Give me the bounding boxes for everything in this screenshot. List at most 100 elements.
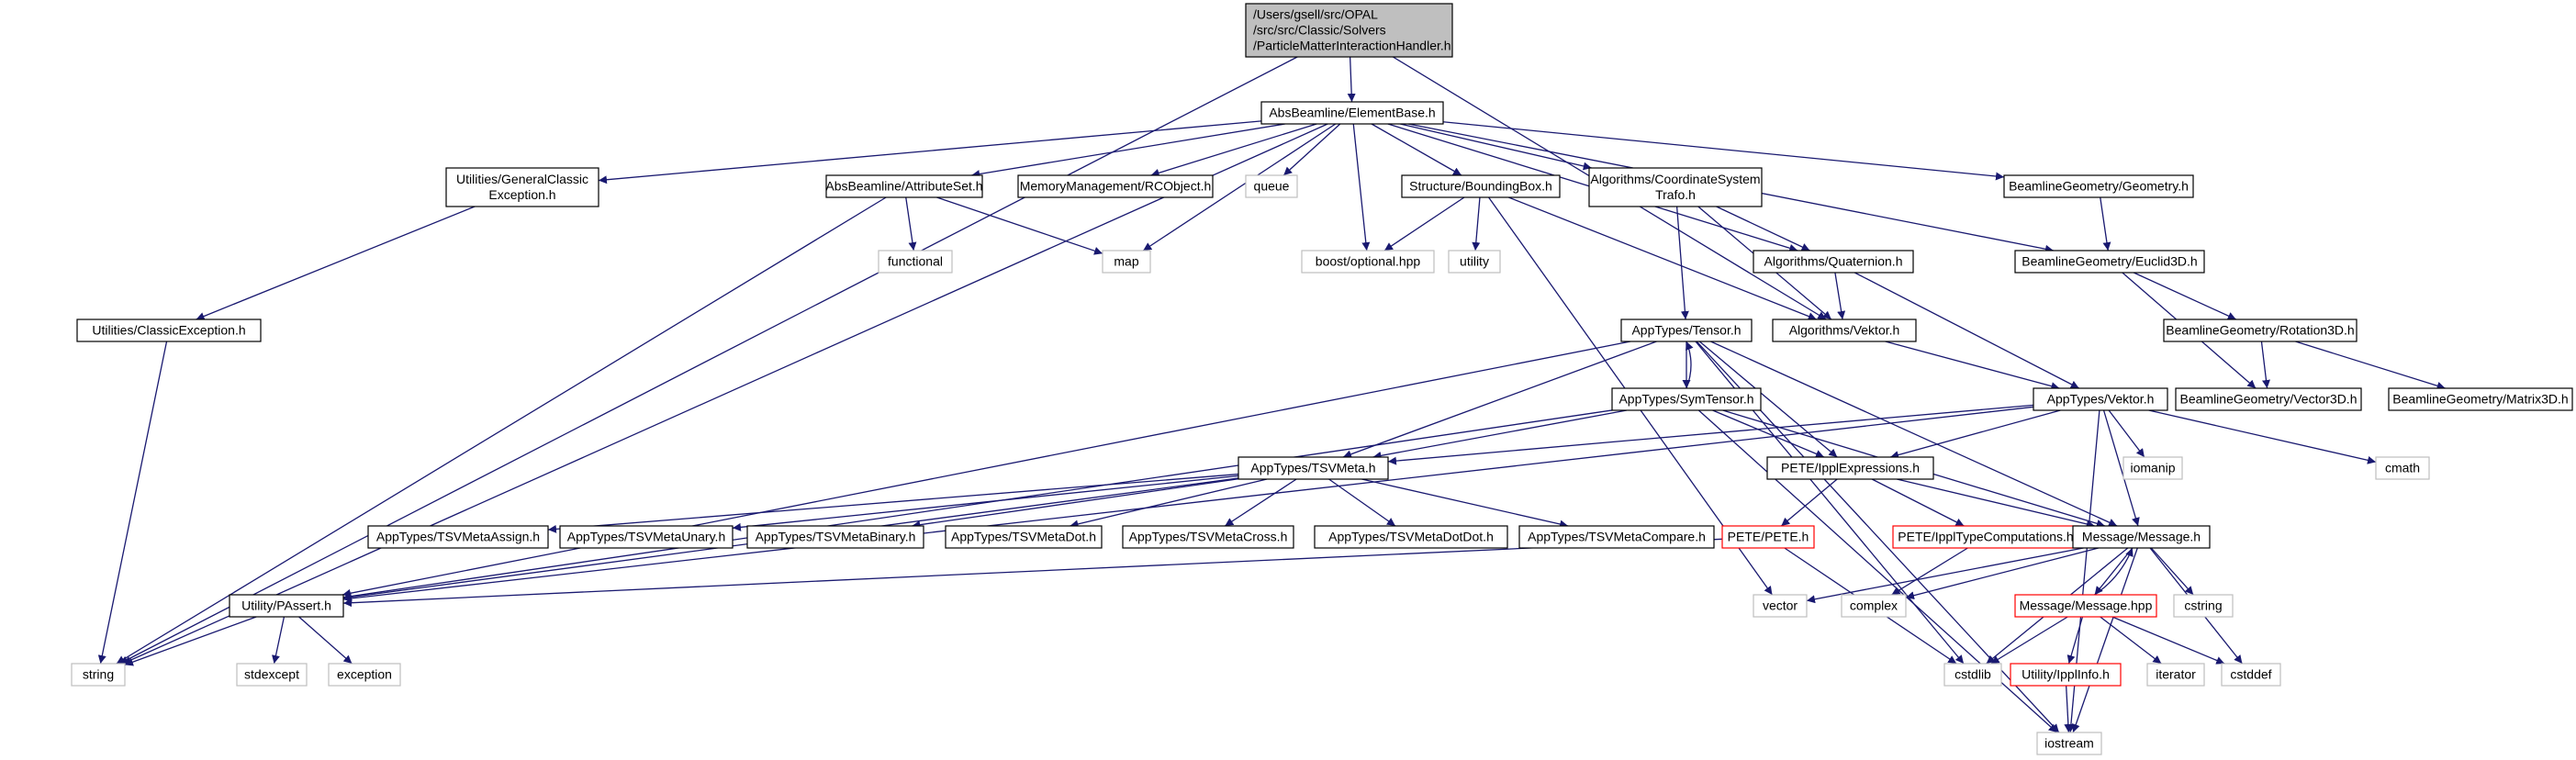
edge-rotation3d-to-matrix3d (2295, 341, 2446, 390)
edge-attributeset-to-functional (905, 196, 917, 251)
node-label: AppTypes/TSVMetaBinary.h (756, 530, 916, 544)
node-label: AppTypes/TSVMetaCompare.h (1528, 530, 1706, 544)
node-tsvcross[interactable]: AppTypes/TSVMetaCross.h (1122, 525, 1294, 549)
node-boundingbox[interactable]: Structure/BoundingBox.h (1401, 174, 1561, 198)
node-tsvunary[interactable]: AppTypes/TSVMetaUnary.h (559, 525, 734, 549)
edge-messagehpp-to-message (2094, 547, 2134, 596)
node-root[interactable]: /Users/gsell/src/OPAL/src/src/Classic/So… (1245, 3, 1453, 58)
node-tsvbinary[interactable]: AppTypes/TSVMetaBinary.h (746, 525, 924, 549)
node-label: stdexcept (244, 667, 299, 682)
edge-elementbase-to-queue (1282, 123, 1341, 176)
node-rcobject[interactable]: MemoryManagement/RCObject.h (1017, 174, 1214, 198)
edge-message-to-messagehpp (2094, 547, 2134, 596)
node-label: /Users/gsell/src/OPAL (1253, 7, 1378, 22)
node-label: cstddef (2230, 667, 2271, 682)
node-vector3d[interactable]: BeamlineGeometry/Vector3D.h (2175, 387, 2362, 411)
node-box (1841, 594, 1907, 618)
node-box (2072, 525, 2211, 549)
node-box (878, 250, 953, 274)
node-elementbase[interactable]: AbsBeamline/ElementBase.h (1260, 101, 1444, 125)
node-tsvmeta[interactable]: AppTypes/TSVMeta.h (1238, 456, 1389, 480)
node-label: BeamlineGeometry/Geometry.h (2009, 179, 2189, 194)
node-label: Message/Message.h (2082, 530, 2201, 544)
node-tsvassign[interactable]: AppTypes/TSVMetaAssign.h (367, 525, 549, 549)
node-box (1401, 174, 1561, 198)
node-box (1122, 525, 1294, 549)
node-appvektor[interactable]: AppTypes/Vektor.h (2033, 387, 2168, 411)
node-label: cstring (2184, 598, 2222, 613)
node-cstddef: cstddef (2221, 663, 2281, 687)
edge-message-to-vector (1806, 547, 2084, 604)
node-label: Utilities/ClassicException.h (92, 323, 245, 338)
node-tsvdot[interactable]: AppTypes/TSVMetaDot.h (945, 525, 1103, 549)
node-box (1753, 250, 1914, 274)
edge-elementbase-to-string (122, 123, 1328, 665)
node-algvektor[interactable]: Algorithms/Vektor.h (1772, 319, 1917, 342)
node-label: string (83, 667, 114, 682)
edge-tsvmeta-to-tsvdotdot (1328, 478, 1396, 527)
edge-tsvmeta-to-tsvbinary (912, 478, 1239, 530)
node-classicexception[interactable]: Utilities/ClassicException.h (76, 319, 262, 342)
node-ippltypecomp[interactable]: PETE/IpplTypeComputations.h (1892, 525, 2079, 549)
node-matrix3d[interactable]: BeamlineGeometry/Matrix3D.h (2388, 387, 2573, 411)
node-label: Trafo.h (1655, 187, 1696, 202)
node-ipplinfo[interactable]: Utility/IpplInfo.h (2010, 663, 2122, 687)
node-box (2175, 387, 2362, 411)
edge-tsvmeta-to-tsvassign (547, 473, 1239, 533)
edge-elementbase-to-attributeset (971, 123, 1285, 178)
node-label: PETE/PETE.h (1728, 530, 1809, 544)
node-box (1943, 663, 2002, 687)
node-box (445, 167, 599, 207)
node-euclid3d[interactable]: BeamlineGeometry/Euclid3D.h (2014, 250, 2205, 274)
node-label: Utility/PAssert.h (241, 598, 331, 613)
edge-tensor-to-passert (342, 341, 1631, 598)
node-string: string (71, 663, 126, 687)
edge-passert-to-stdexcept (272, 616, 286, 665)
node-attributeset[interactable]: AbsBeamline/AttributeSet.h (825, 174, 983, 198)
node-tensor[interactable]: AppTypes/Tensor.h (1620, 319, 1753, 342)
node-box (2221, 663, 2281, 687)
node-tsvcompare[interactable]: AppTypes/TSVMetaCompare.h (1518, 525, 1715, 549)
node-message[interactable]: Message/Message.h (2072, 525, 2211, 549)
edge-tsvmeta-to-tsvcompare (1361, 478, 1569, 529)
edge-attributeset-to-string (116, 196, 887, 665)
node-box (1753, 594, 1808, 618)
node-box (1238, 456, 1389, 480)
edge-elementbase-to-rcobject (1150, 123, 1317, 177)
node-box (1721, 525, 1815, 549)
node-label: cstdlib (1954, 667, 1991, 682)
edge-elementbase-to-coordinatesystemtrafo (1400, 123, 1592, 171)
node-label: AppTypes/TSVMetaAssign.h (376, 530, 540, 544)
node-quaternion[interactable]: Algorithms/Quaternion.h (1753, 250, 1914, 274)
node-label: exception (337, 667, 392, 682)
node-passert[interactable]: Utility/PAssert.h (229, 594, 344, 618)
node-rotation3d[interactable]: BeamlineGeometry/Rotation3D.h (2163, 319, 2358, 342)
node-label: AppTypes/SymTensor.h (1618, 392, 1753, 407)
node-label: PETE/IpplTypeComputations.h (1898, 530, 2073, 544)
node-box (2003, 174, 2194, 198)
edge-generalclassicexception-to-classicexception (196, 206, 476, 320)
node-label: iomanip (2130, 461, 2175, 475)
node-label: AppTypes/TSVMetaCross.h (1129, 530, 1288, 544)
edge-quaternion-to-algvektor (1834, 272, 1846, 320)
node-box (328, 663, 401, 687)
node-pete[interactable]: PETE/PETE.h (1721, 525, 1815, 549)
node-geometry[interactable]: BeamlineGeometry/Geometry.h (2003, 174, 2194, 198)
node-ipplexpressions[interactable]: PETE/IpplExpressions.h (1766, 456, 1934, 480)
node-box (2375, 456, 2430, 480)
node-messagehpp[interactable]: Message/Message.hpp (2014, 594, 2157, 618)
node-label: map (1114, 254, 1138, 269)
edge-ipplinfo-to-iostream (2064, 685, 2073, 733)
node-box (2163, 319, 2358, 342)
edge-rotation3d-to-vector3d (2260, 341, 2270, 389)
node-box (1245, 3, 1453, 58)
node-label: boost/optional.hpp (1316, 254, 1421, 269)
node-stdexcept: stdexcept (236, 663, 308, 687)
node-tsvdotdot[interactable]: AppTypes/TSVMetaDotDot.h (1314, 525, 1508, 549)
node-symtensor[interactable]: AppTypes/SymTensor.h (1611, 387, 1762, 411)
node-box (945, 525, 1103, 549)
node-box (2173, 594, 2234, 618)
